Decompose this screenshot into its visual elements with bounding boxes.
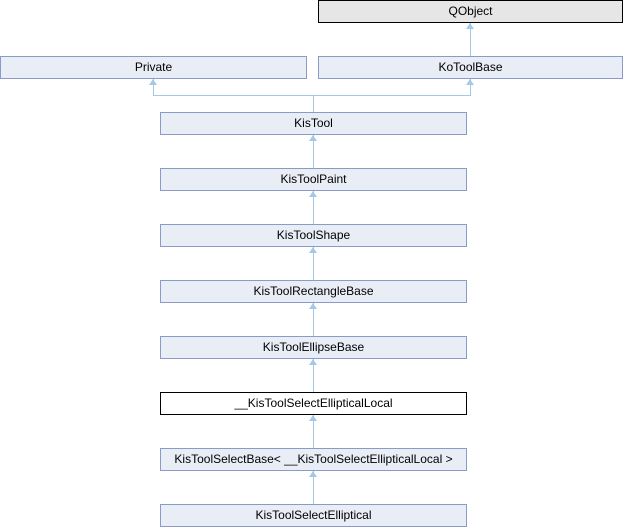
arrowhead-up-icon	[466, 23, 474, 29]
arrowhead-up-icon	[309, 135, 317, 141]
edge-kistoolellipsebase-to-kistoolrectanglebase	[313, 303, 314, 336]
edge-selectbase-to-local	[313, 415, 314, 448]
node-label: KisToolPaint	[280, 172, 347, 186]
node-label: KisToolSelectElliptical	[255, 508, 372, 522]
arrowhead-up-icon	[309, 247, 317, 253]
edge-local-to-kistoolellipsebase	[313, 359, 314, 392]
edge-kotoolbase-to-qobject	[470, 23, 471, 56]
node-label: Private	[134, 60, 173, 74]
edge-kistoolrectanglebase-to-kistoolshape	[313, 247, 314, 280]
node-kistoolshape[interactable]: KisToolShape	[160, 224, 467, 247]
node-kistoolpaint[interactable]: KisToolPaint	[160, 168, 467, 191]
edge-selectelliptical-to-selectbase	[313, 471, 314, 504]
node-kistoolselectellipticallocal: __KisToolSelectEllipticalLocal	[160, 392, 467, 415]
edge-kistool-branch-line	[153, 95, 471, 96]
arrowhead-up-icon	[309, 359, 317, 365]
edge-kistoolpaint-to-kistool	[313, 135, 314, 168]
arrowhead-up-icon	[309, 471, 317, 477]
node-label: __KisToolSelectEllipticalLocal	[234, 396, 393, 410]
node-kistoolselectbase[interactable]: KisToolSelectBase< __KisToolSelectEllipt…	[160, 448, 467, 471]
arrowhead-up-icon	[309, 415, 317, 421]
edge-kistoolshape-to-kistoolpaint	[313, 191, 314, 224]
node-kistoolellipsebase[interactable]: KisToolEllipseBase	[160, 336, 467, 359]
node-label: KisToolSelectBase< __KisToolSelectEllipt…	[174, 452, 453, 466]
node-kistoolselectelliptical[interactable]: KisToolSelectElliptical	[160, 504, 467, 527]
arrowhead-up-icon	[309, 303, 317, 309]
edge-kistool-riser	[313, 95, 314, 112]
arrowhead-up-icon	[309, 191, 317, 197]
node-label: KisToolRectangleBase	[253, 284, 374, 298]
node-private[interactable]: Private	[0, 56, 307, 79]
edge-kistool-to-kotoolbase-stub	[470, 79, 471, 95]
node-kotoolbase[interactable]: KoToolBase	[318, 56, 623, 79]
node-label: KoToolBase	[438, 60, 503, 74]
node-label: KisToolShape	[276, 228, 351, 242]
node-label: KisTool	[294, 116, 333, 130]
arrowhead-up-icon	[149, 79, 157, 85]
node-label: QObject	[448, 4, 493, 18]
node-qobject: QObject	[318, 0, 623, 23]
node-kistoolrectanglebase[interactable]: KisToolRectangleBase	[160, 280, 467, 303]
arrowhead-up-icon	[466, 79, 474, 85]
node-kistool[interactable]: KisTool	[160, 112, 467, 135]
edge-kistool-to-private-stub	[153, 79, 154, 95]
node-label: KisToolEllipseBase	[262, 340, 365, 354]
